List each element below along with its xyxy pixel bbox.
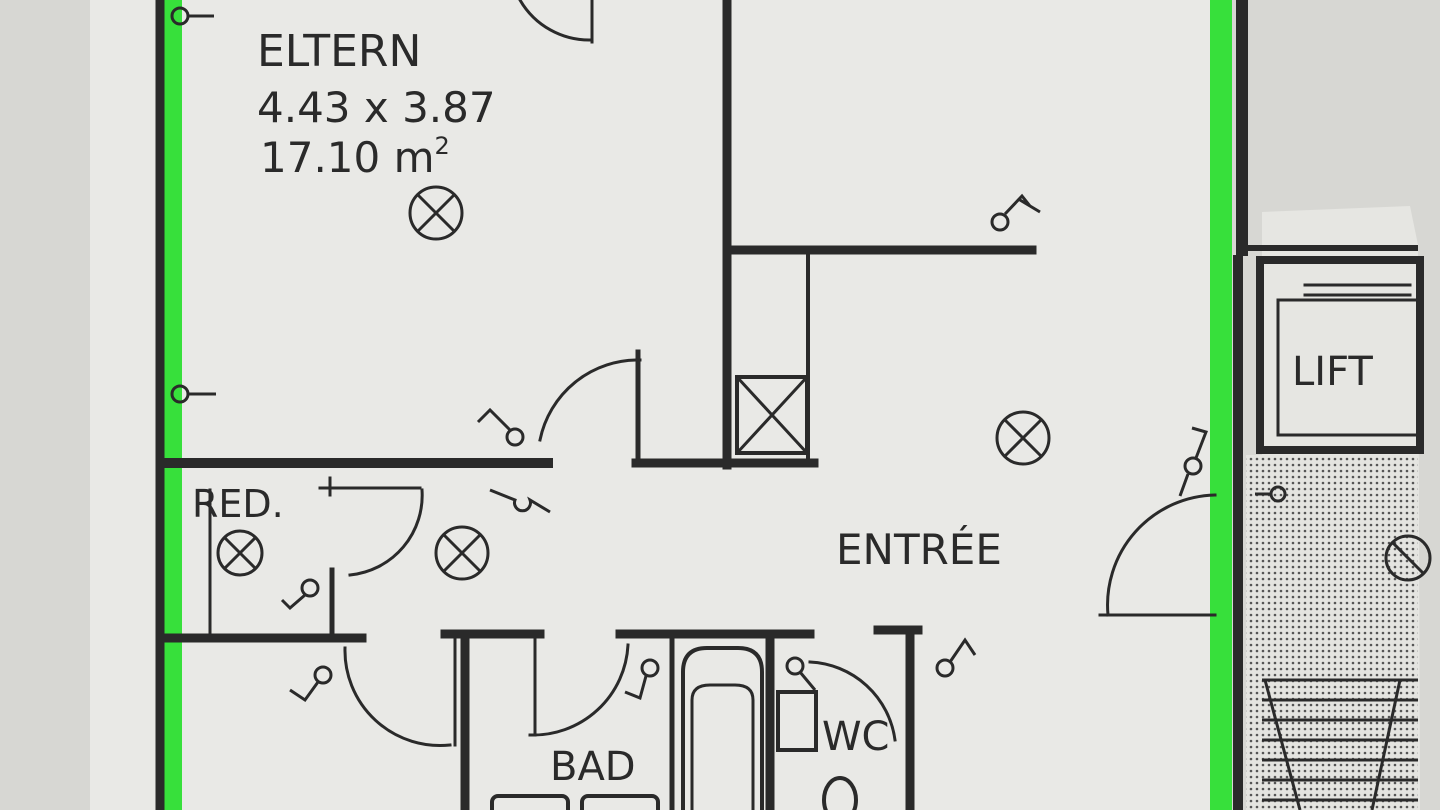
room-area-value: 17.10 m [260, 133, 435, 182]
room-area-eltern: 17.10 m2 [260, 132, 450, 182]
light-fixture-icon [1384, 534, 1432, 582]
light-switch-icon [785, 656, 817, 691]
light-fixture-icon [216, 529, 264, 577]
light-fixture-icon [408, 185, 464, 241]
room-name-lift: LIFT [1292, 349, 1373, 395]
room-name-bad: BAD [550, 744, 636, 790]
socket-icon [170, 6, 214, 26]
light-fixture-icon [995, 410, 1051, 466]
bathtub-inner [690, 683, 755, 810]
door-arc-entry [1106, 493, 1217, 617]
shaft-cross-icon [735, 375, 809, 455]
room-dimensions-eltern: 4.43 x 3.87 [257, 83, 496, 132]
room-area-unit-sup: 2 [435, 132, 450, 160]
door-arc-wc [808, 660, 897, 742]
stairwell-area [1246, 455, 1418, 810]
light-switch-icon [289, 665, 333, 703]
highlight-left [163, 0, 182, 810]
light-switch-icon [990, 193, 1041, 232]
door-arc-bath [528, 643, 630, 737]
room-name-red: RED. [192, 482, 284, 526]
toilet [822, 776, 858, 810]
light-switch-icon [1178, 426, 1208, 497]
door-arc-bath-left [343, 646, 452, 748]
light-switch-icon [280, 578, 320, 611]
bathtub [681, 646, 764, 810]
light-switch-icon [489, 488, 551, 514]
lift-car [1276, 298, 1422, 437]
socket-icon [170, 384, 216, 404]
sink-left [490, 794, 570, 810]
stair-rail-right [1370, 679, 1402, 810]
room-name-wc: WC [822, 714, 889, 760]
light-fixture-icon [434, 525, 490, 581]
socket-icon [1255, 485, 1287, 503]
door-arc-red [348, 488, 424, 577]
light-switch-icon [624, 658, 660, 701]
door-arc-top [518, 0, 594, 42]
light-switch-icon [476, 407, 525, 447]
door-arc-eltern [538, 358, 642, 442]
light-switch-icon [935, 637, 977, 678]
room-name-eltern: ELTERN [257, 26, 421, 77]
sink-right [580, 794, 660, 810]
stair-rail-left [1263, 679, 1302, 810]
highlight-right [1210, 0, 1232, 810]
room-name-entree: ENTRÉE [836, 524, 1002, 574]
shaft-cross-line-b [734, 374, 810, 456]
wc-cistern [776, 690, 818, 752]
